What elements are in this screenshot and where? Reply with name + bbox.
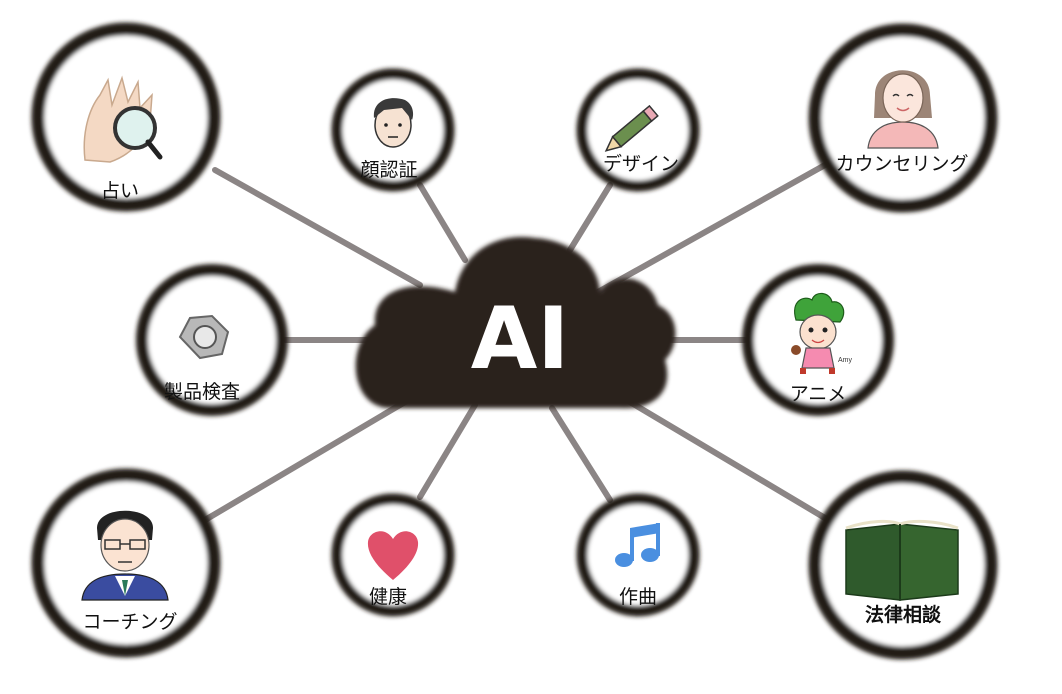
node-legal: 法律相談 bbox=[808, 470, 998, 660]
face-icon bbox=[373, 98, 414, 148]
businessman-icon bbox=[81, 510, 169, 601]
music-note-icon bbox=[615, 523, 660, 567]
node-label-coaching: コーチング bbox=[82, 611, 177, 633]
node-health: 健康 bbox=[331, 493, 455, 617]
connector-health bbox=[417, 402, 478, 500]
node-label-anime: アニメ bbox=[790, 383, 847, 405]
connector-counseling bbox=[595, 162, 828, 295]
connector-fortune bbox=[212, 167, 423, 288]
node-design: デザイン bbox=[576, 68, 700, 192]
connector-face bbox=[417, 182, 468, 263]
woman-icon bbox=[867, 70, 939, 149]
connectors bbox=[202, 162, 828, 523]
center-label: AI bbox=[471, 289, 570, 389]
connector-music bbox=[549, 405, 613, 503]
node-label-fortune: 占い bbox=[101, 180, 139, 202]
node-coaching: コーチング bbox=[31, 468, 221, 658]
node-label-face: 顔認証 bbox=[360, 159, 417, 181]
ai-cloud bbox=[355, 236, 676, 409]
node-fortune: 占い bbox=[31, 22, 221, 212]
connector-legal bbox=[627, 399, 828, 521]
node-anime: Amy アニメ bbox=[742, 264, 894, 416]
node-music: 作曲 bbox=[576, 493, 700, 617]
magnifier-hand-icon bbox=[83, 75, 163, 163]
node-label-inspection: 製品検査 bbox=[164, 381, 240, 403]
node-face: 顔認証 bbox=[331, 68, 455, 192]
node-label-health: 健康 bbox=[369, 586, 407, 608]
connector-design bbox=[567, 182, 613, 253]
node-inspection: 製品検査 bbox=[136, 264, 288, 416]
pencil-icon bbox=[604, 104, 659, 152]
hex-nut-icon bbox=[178, 314, 230, 360]
node-label-counseling: カウンセリング bbox=[835, 153, 968, 175]
svg-text:Amy: Amy bbox=[838, 357, 853, 364]
heart-icon bbox=[367, 531, 419, 580]
node-label-design: デザイン bbox=[603, 153, 679, 175]
anime-character-icon: Amy bbox=[791, 292, 853, 374]
node-label-music: 作曲 bbox=[619, 586, 657, 608]
node-counseling: カウンセリング bbox=[808, 23, 998, 213]
law-book-icon bbox=[845, 519, 959, 601]
connector-coaching bbox=[202, 399, 408, 523]
node-label-legal: 法律相談 bbox=[865, 603, 942, 626]
